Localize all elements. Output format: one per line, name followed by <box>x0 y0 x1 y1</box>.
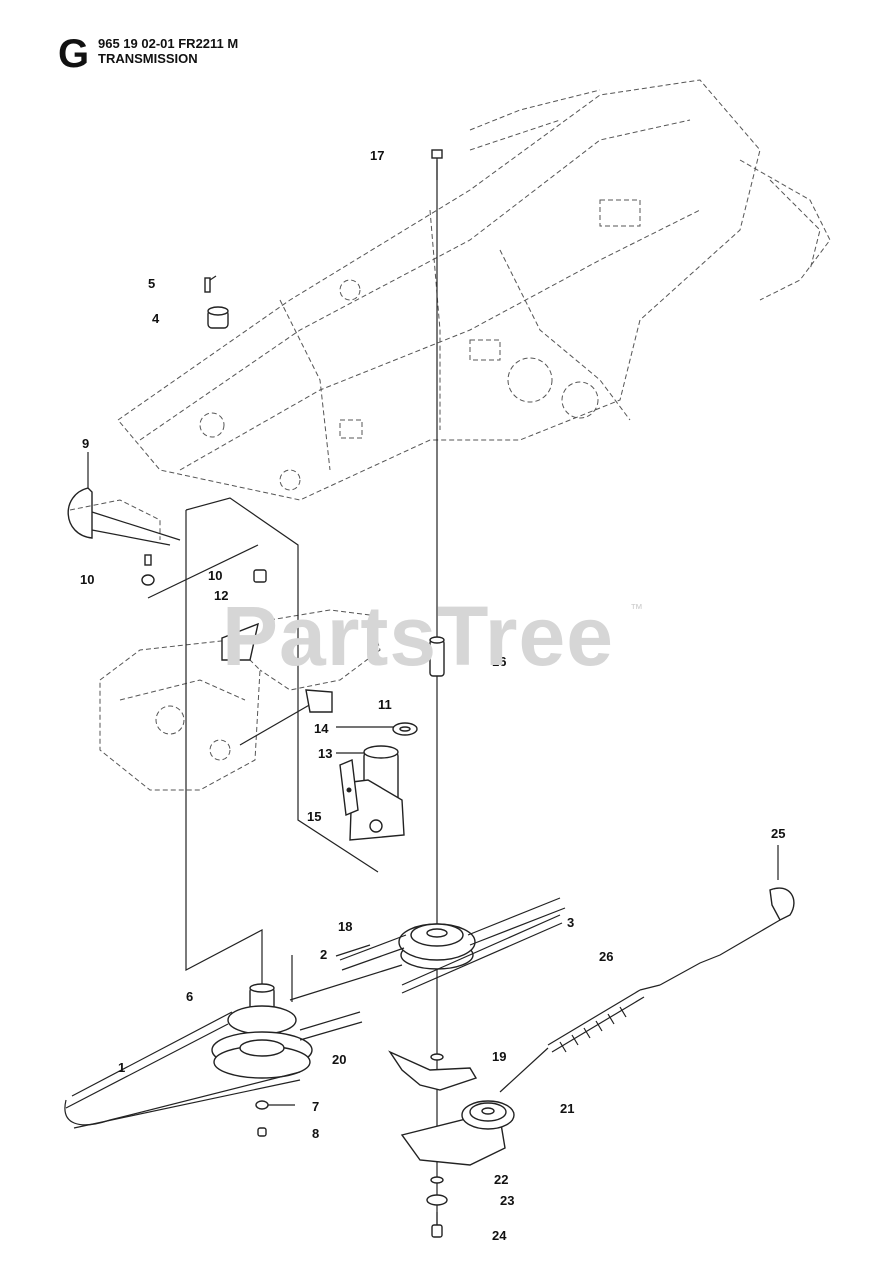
diagram-title: TRANSMISSION <box>98 51 198 66</box>
part-11-plate[interactable] <box>305 689 333 713</box>
callout-10-left: 10 <box>80 572 94 587</box>
callout-13: 13 <box>318 746 332 761</box>
part-7-washer[interactable] <box>255 1100 269 1110</box>
part-5-pin[interactable] <box>204 275 217 293</box>
part-2-belt-guide[interactable] <box>289 934 407 1001</box>
callout-2: 2 <box>320 947 327 962</box>
part-26-tension-spring[interactable] <box>499 984 661 1093</box>
callout-17: 17 <box>370 148 384 163</box>
part-10-nut-right[interactable] <box>253 569 267 583</box>
callout-26: 26 <box>599 949 613 964</box>
callout-6: 6 <box>186 989 193 1004</box>
part-24-bolt[interactable] <box>431 1212 443 1238</box>
callout-5: 5 <box>148 276 155 291</box>
part-17-bolt[interactable] <box>431 149 443 180</box>
part-23-washer[interactable] <box>426 1194 448 1206</box>
callout-7: 7 <box>312 1099 319 1114</box>
part-8-nut[interactable] <box>257 1127 267 1137</box>
part-22-washer[interactable] <box>430 1176 444 1184</box>
part-21-idler-pulley[interactable] <box>400 1100 515 1166</box>
part-4-bushing[interactable] <box>207 306 229 329</box>
part-13-idler-arm[interactable] <box>349 745 405 841</box>
callout-23: 23 <box>500 1193 514 1208</box>
callout-labels: 17 5 4 9 10 10 12 16 11 14 13 15 25 18 3… <box>80 148 785 1243</box>
part-10-nut-left[interactable] <box>141 554 155 586</box>
callout-12: 12 <box>214 588 228 603</box>
callout-4: 4 <box>152 311 160 326</box>
callout-9: 9 <box>82 436 89 451</box>
part-code: 965 19 02-01 FR2211 M <box>98 36 239 51</box>
callout-21: 21 <box>560 1101 574 1116</box>
callout-10-right: 10 <box>208 568 222 583</box>
callout-20: 20 <box>332 1052 346 1067</box>
callout-15: 15 <box>307 809 321 824</box>
part-1-v-belt[interactable] <box>64 1011 301 1129</box>
callout-3: 3 <box>567 915 574 930</box>
callout-11: 11 <box>378 697 392 712</box>
callout-18: 18 <box>338 919 352 934</box>
callout-19: 19 <box>492 1049 506 1064</box>
part-6-transmission-pulley[interactable] <box>211 983 313 1079</box>
section-letter: G <box>58 32 90 76</box>
callout-25: 25 <box>771 826 785 841</box>
part-16-spacer[interactable] <box>429 636 445 677</box>
callout-8: 8 <box>312 1126 319 1141</box>
part-15-link[interactable] <box>339 758 359 817</box>
part-19-spacer-plate[interactable] <box>388 1050 478 1091</box>
leader-lines <box>87 160 779 1225</box>
frame-outline <box>117 79 831 501</box>
trademark-symbol: ™ <box>630 601 643 616</box>
part-25-cable-hook[interactable] <box>659 887 795 986</box>
callout-1: 1 <box>118 1060 125 1075</box>
watermark-text: PartsTree <box>222 589 614 683</box>
transaxle-outline <box>69 499 381 791</box>
part-18-engine-pulley[interactable] <box>398 923 476 970</box>
callout-16: 16 <box>492 654 506 669</box>
part-12-bracket[interactable] <box>221 622 259 661</box>
callout-24: 24 <box>492 1228 507 1243</box>
part-3-belt-right[interactable] <box>401 897 566 994</box>
callout-22: 22 <box>494 1172 508 1187</box>
callout-14: 14 <box>314 721 329 736</box>
part-9-hook-spring[interactable] <box>67 487 181 546</box>
part-20-belt-section[interactable] <box>299 1011 363 1041</box>
part-14-washer[interactable] <box>392 722 418 736</box>
